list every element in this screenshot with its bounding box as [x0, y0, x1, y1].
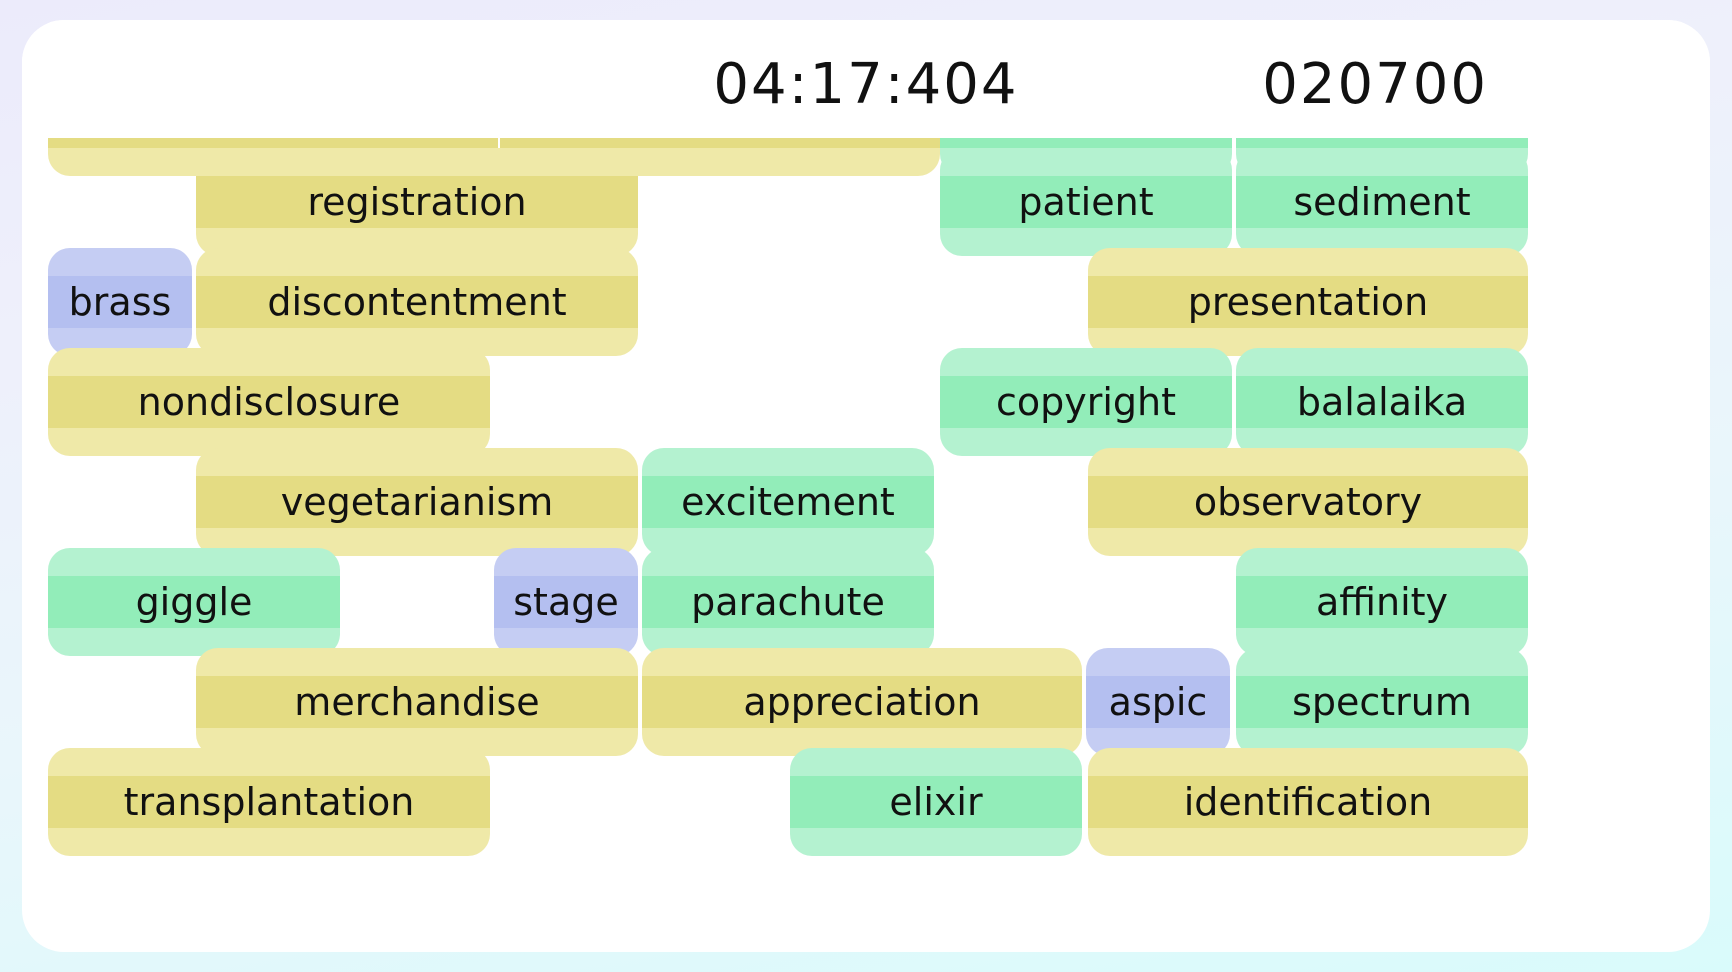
word-pill[interactable]: patient [940, 148, 1232, 256]
word-pill-label: merchandise [294, 680, 540, 724]
word-pill-label: discontentment [267, 280, 567, 324]
word-pill-label: brass [68, 280, 172, 324]
word-pill-label: excitement [681, 480, 895, 524]
word-pill[interactable]: appreciation [642, 648, 1082, 756]
word-pill-label: appreciation [743, 680, 981, 724]
word-pill[interactable]: observatory [1088, 448, 1528, 556]
word-pill-label: sediment [1293, 180, 1471, 224]
word-pill[interactable]: merchandise [196, 648, 638, 756]
word-pill[interactable]: sediment [1236, 148, 1528, 256]
word-pill[interactable]: nondisclosure [48, 348, 490, 456]
word-pill[interactable]: registration [196, 148, 638, 256]
word-pill[interactable]: transplantation [48, 748, 490, 856]
word-pill-label: affinity [1315, 580, 1449, 624]
word-pill[interactable]: copyright [940, 348, 1232, 456]
word-pill-label: registration [307, 180, 527, 224]
word-pill[interactable]: brass [48, 248, 192, 356]
word-pill-label: giggle [135, 580, 253, 624]
word-pill[interactable]: spectrum [1236, 648, 1528, 756]
word-pill-label: identification [1183, 780, 1433, 824]
word-pill-label: balalaika [1296, 380, 1468, 424]
word-pill-label: elixir [889, 780, 983, 824]
word-pill-label: nondisclosure [137, 380, 401, 424]
word-pill[interactable]: elixir [790, 748, 1082, 856]
word-pill-label: observatory [1193, 480, 1423, 524]
word-pill-label: vegetarianism [280, 480, 554, 524]
word-pill-label: spectrum [1292, 680, 1472, 724]
word-pill-label: patient [1018, 180, 1154, 224]
word-pill[interactable]: presentation [1088, 248, 1528, 356]
word-pill[interactable]: excitement [642, 448, 934, 556]
word-pill-app: registration patient sediment brass disconte… [22, 20, 1710, 952]
word-pill[interactable]: stage [494, 548, 638, 656]
word-pill[interactable]: aspic [1086, 648, 1230, 756]
word-pill-label: transplantation [123, 780, 415, 824]
word-pill-label: presentation [1187, 280, 1429, 324]
word-pill[interactable]: affinity [1236, 548, 1528, 656]
word-pill[interactable]: balalaika [1236, 348, 1528, 456]
pill-field: registration patient sediment brass disconte… [22, 20, 1710, 952]
word-pill[interactable]: vegetarianism [196, 448, 638, 556]
word-pill[interactable]: identification [1088, 748, 1528, 856]
word-pill-label: stage [513, 580, 619, 624]
word-pill[interactable]: discontentment [196, 248, 638, 356]
word-pill-label: aspic [1108, 680, 1208, 724]
word-pill[interactable]: parachute [642, 548, 934, 656]
word-pill-label: copyright [995, 380, 1177, 424]
word-pill[interactable]: giggle [48, 548, 340, 656]
word-pill-label: parachute [691, 580, 885, 624]
